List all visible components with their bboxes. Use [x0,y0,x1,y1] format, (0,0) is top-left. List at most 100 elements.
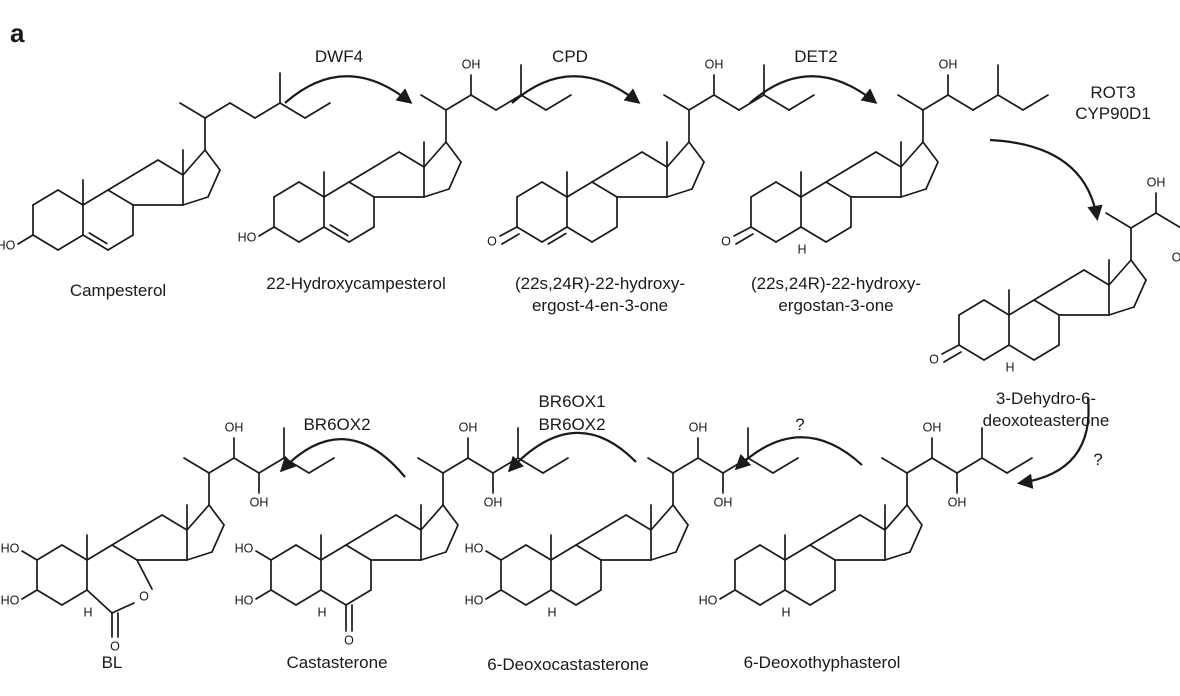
enzyme-label: DET2 [794,47,837,66]
bond [672,504,689,526]
bond [179,102,206,119]
bond [1155,212,1180,229]
reaction-arrow-5 [1016,397,1090,489]
bond [298,226,325,243]
bond [542,457,569,474]
bond [900,141,924,168]
bond [922,94,949,111]
bond [983,344,1010,361]
atom-label: HO [465,541,484,555]
bond [825,166,852,183]
bond [759,589,786,606]
bond [111,529,138,546]
compound-label: Castasterone [286,653,387,672]
bond [111,544,138,561]
atom-label: OH [225,420,244,434]
atom-label: HO [465,593,484,607]
bond [373,151,400,168]
compound-label: BL [102,653,123,672]
bond [279,102,306,119]
bond [1133,279,1147,308]
bond [688,94,715,111]
atom-label: OH [939,57,958,71]
atom-label: H [781,605,790,619]
bond [972,94,999,111]
bond [859,514,886,531]
bond [881,457,908,474]
atom-label: H [547,605,556,619]
bond [719,589,736,600]
bond [442,504,459,526]
atom-label: H [317,605,326,619]
atom-label: OH [459,420,478,434]
bond [448,161,462,190]
atom-label: OH [923,420,942,434]
bond [255,589,272,600]
bond [909,524,923,553]
bond [925,161,939,190]
panel-label: a [10,18,25,48]
bond [625,514,652,531]
bond [958,299,985,316]
bond [423,141,447,168]
reaction-arrow-6 [734,436,863,471]
bond [132,159,159,176]
bond [182,149,206,176]
bond [931,457,958,474]
compound-label: 3-Dehydro-6-deoxoteasterone [983,389,1110,430]
bond [1008,299,1035,316]
atom-label: O [139,589,149,603]
bond [61,589,88,606]
bond [647,457,674,474]
reaction-arrow-4 [989,138,1103,222]
bond [1105,212,1132,229]
bond [666,188,693,198]
bond [981,457,1008,474]
bond [186,551,213,561]
bond [663,94,690,111]
bond [545,94,572,111]
atom-label: HO [1,593,20,607]
bond [688,141,705,163]
bond [1130,212,1157,229]
bond [485,550,502,561]
atom-label: HO [235,541,254,555]
bond [747,457,774,474]
bond [345,589,372,606]
bond [735,233,754,245]
bond [941,344,960,355]
bond [136,514,163,531]
enzyme-label: CPD [552,47,588,66]
bond [86,589,113,614]
bond [600,514,627,531]
bond [182,196,209,206]
bond [208,504,225,526]
bond [370,514,397,531]
bond [208,457,235,474]
bond [323,181,350,198]
atom-label: O [487,234,497,248]
bond [36,589,63,606]
enzyme-label: ? [795,415,804,434]
compound-label: 22-Hydroxycampesterol [266,274,446,293]
bond [516,226,543,243]
atom-label: HO [238,230,257,244]
bond [675,524,689,553]
bond [750,226,777,243]
enzyme-label: DWF4 [315,47,363,66]
bond [82,234,109,251]
bond [906,457,933,474]
bond [943,351,962,363]
bond [183,457,210,474]
bond [36,544,63,561]
bond [591,226,618,243]
bond [1108,306,1135,316]
bond [345,529,372,546]
atom-label: OH [462,57,481,71]
bond [784,589,811,606]
bond [775,226,802,243]
bond [204,102,231,119]
bond [445,94,472,111]
